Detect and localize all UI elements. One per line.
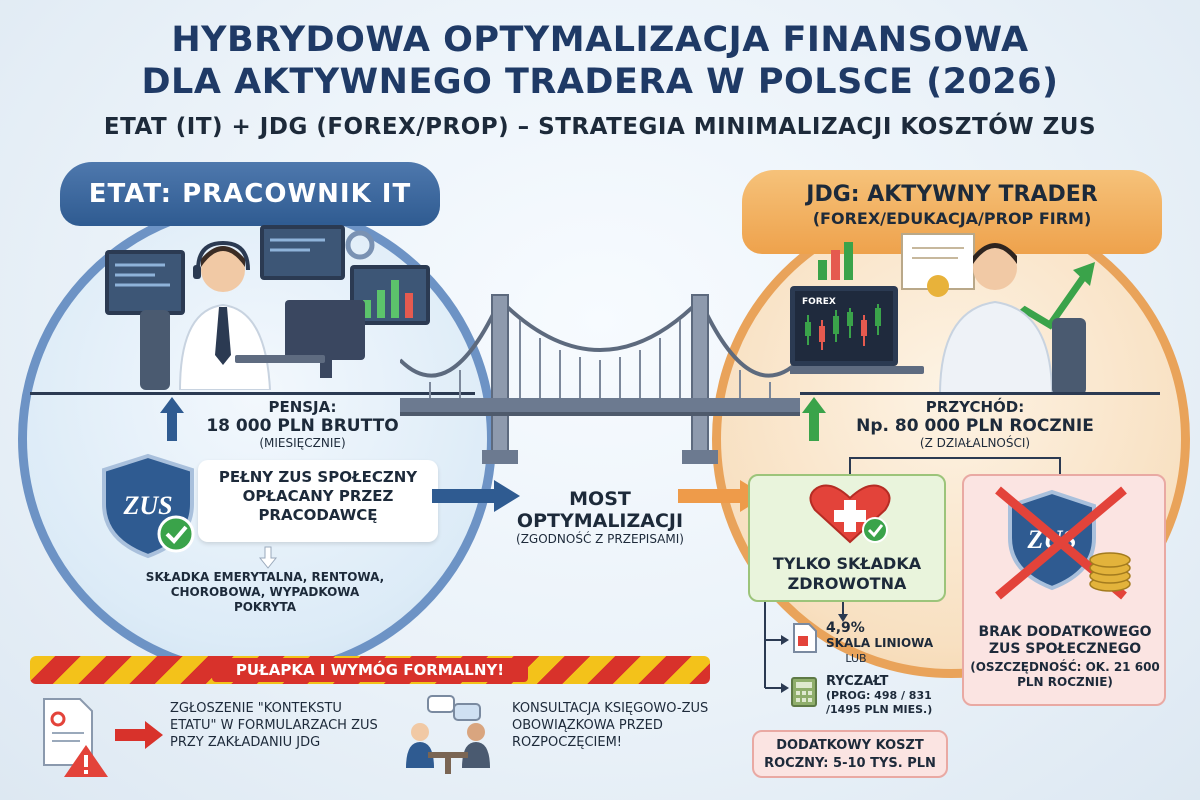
no-zus-text: BRAK DODATKOWEGO ZUS SPOŁECZNEGO [978, 624, 1152, 657]
lump-option: RYCZAŁT (PROG: 498 / 831 /1495 PLN MIES.… [826, 674, 946, 717]
health-contribution-text: TYLKO SKŁADKA ZDROWOTNA [772, 554, 922, 593]
savings-text: (OSZCZĘDNOŚĆ: OK. 21 600 PLN ROCZNIE) [970, 660, 1160, 689]
down-arrow-icon [258, 546, 278, 569]
warning-document-icon [43, 698, 108, 777]
revenue-block: PRZYCHÓD: Np. 80 000 PLN ROCZNIE (Z DZIA… [830, 398, 1120, 450]
jdg-ribbon-title: JDG: AKTYWNY TRADER [806, 182, 1098, 207]
jdg-ribbon-subtitle: (FOREX/EDUKACJA/PROP FIRM) [812, 209, 1092, 228]
bridge-note: (ZGODNOŚĆ Z PRZEPISAMI) [516, 532, 684, 546]
it-worker-illustration [105, 225, 430, 390]
bridge-arrow-left-icon [432, 480, 520, 512]
heart-health-icon [809, 484, 891, 544]
page-title-line2: DLA AKTYWNEGO TRADERA W POLSCE (2026) [141, 62, 1059, 102]
warning-arrow-icon [115, 721, 163, 749]
or-label: LUB [845, 652, 867, 665]
salary-block: PENSJA: 18 000 PLN BRUTTO (MIESIĘCZNIE) [190, 398, 415, 450]
rate-label: SKALA LINIOWA [826, 636, 934, 650]
growth-arrow-icon [802, 397, 826, 441]
salary-period: (MIESIĘCZNIE) [259, 436, 346, 450]
zus-crossed-icon: ZUS [995, 486, 1131, 600]
warning-banner-text: PUŁAPKA I WYMÓG FORMALNY! [211, 658, 529, 682]
bridge-illustration [400, 294, 800, 464]
up-arrow-icon [160, 397, 184, 441]
forex-screen-label: FOREX [802, 297, 836, 307]
jdg-divider [800, 392, 1160, 395]
rate-value: 4,9% [826, 620, 865, 636]
rate-option: 4,9% SKALA LINIOWA LUB [826, 620, 946, 665]
additional-cost-box: DODATKOWY KOSZT ROCZNY: 5-10 TYS. PLN [752, 730, 948, 778]
warning-item-consultation: KONSULTACJA KSIĘGOWO-ZUS OBOWIĄZKOWA PRZ… [512, 701, 709, 750]
document-icon [793, 623, 817, 653]
bridge-label: MOST OPTYMALIZACJI (ZGODNOŚĆ Z PRZEPISAM… [480, 488, 720, 546]
revenue-label: PRZYCHÓD: [925, 398, 1025, 416]
lump-label: RYCZAŁT [826, 674, 889, 689]
salary-label: PENSJA: [268, 398, 337, 416]
page-title-line1: HYBRYDOWA OPTYMALIZACJA FINANSOWA [171, 20, 1029, 60]
zus-employer-box: PEŁNY ZUS SPOŁECZNY OPŁACANY PRZEZ PRACO… [198, 460, 438, 542]
etat-divider [30, 392, 475, 395]
bridge-label-line2: OPTYMALIZACJI [516, 510, 684, 532]
etat-ribbon: ETAT: PRACOWNIK IT [60, 162, 440, 226]
revenue-value: Np. 80 000 PLN ROCZNIE [856, 416, 1094, 436]
bridge-arrow-right-icon [678, 480, 766, 512]
split-connector [849, 457, 1061, 476]
bridge-label-line1: MOST [569, 488, 631, 510]
no-zus-box: ZUS BRAK DODATKOWEGO ZUS SPOŁECZNEGO (OS… [962, 474, 1166, 706]
warning-item-registration: ZGŁOSZENIE "KONTEKSTU ETATU" W FORMULARZ… [170, 701, 378, 750]
warning-banner: PUŁAPKA I WYMÓG FORMALNY! [30, 656, 710, 684]
calculator-icon [791, 677, 817, 707]
consultation-icon [406, 695, 490, 774]
salary-value: 18 000 PLN BRUTTO [206, 416, 399, 436]
revenue-source: (Z DZIAŁALNOŚCI) [919, 436, 1031, 450]
health-contribution-box: TYLKO SKŁADKA ZDROWOTNA [748, 474, 946, 602]
zus-components: SKŁADKA EMERYTALNA, RENTOWA, CHOROBOWA, … [145, 570, 385, 614]
zus-shield-text: ZUS [122, 491, 172, 520]
options-connector [764, 602, 848, 693]
lump-detail: (PROG: 498 / 831 /1495 PLN MIES.) [826, 689, 933, 716]
zus-shield-icon: ZUS [102, 453, 195, 559]
page-subtitle: ETAT (IT) + JDG (FOREX/PROP) – STRATEGIA… [103, 114, 1097, 140]
trader-illustration: FOREX [790, 233, 1095, 395]
